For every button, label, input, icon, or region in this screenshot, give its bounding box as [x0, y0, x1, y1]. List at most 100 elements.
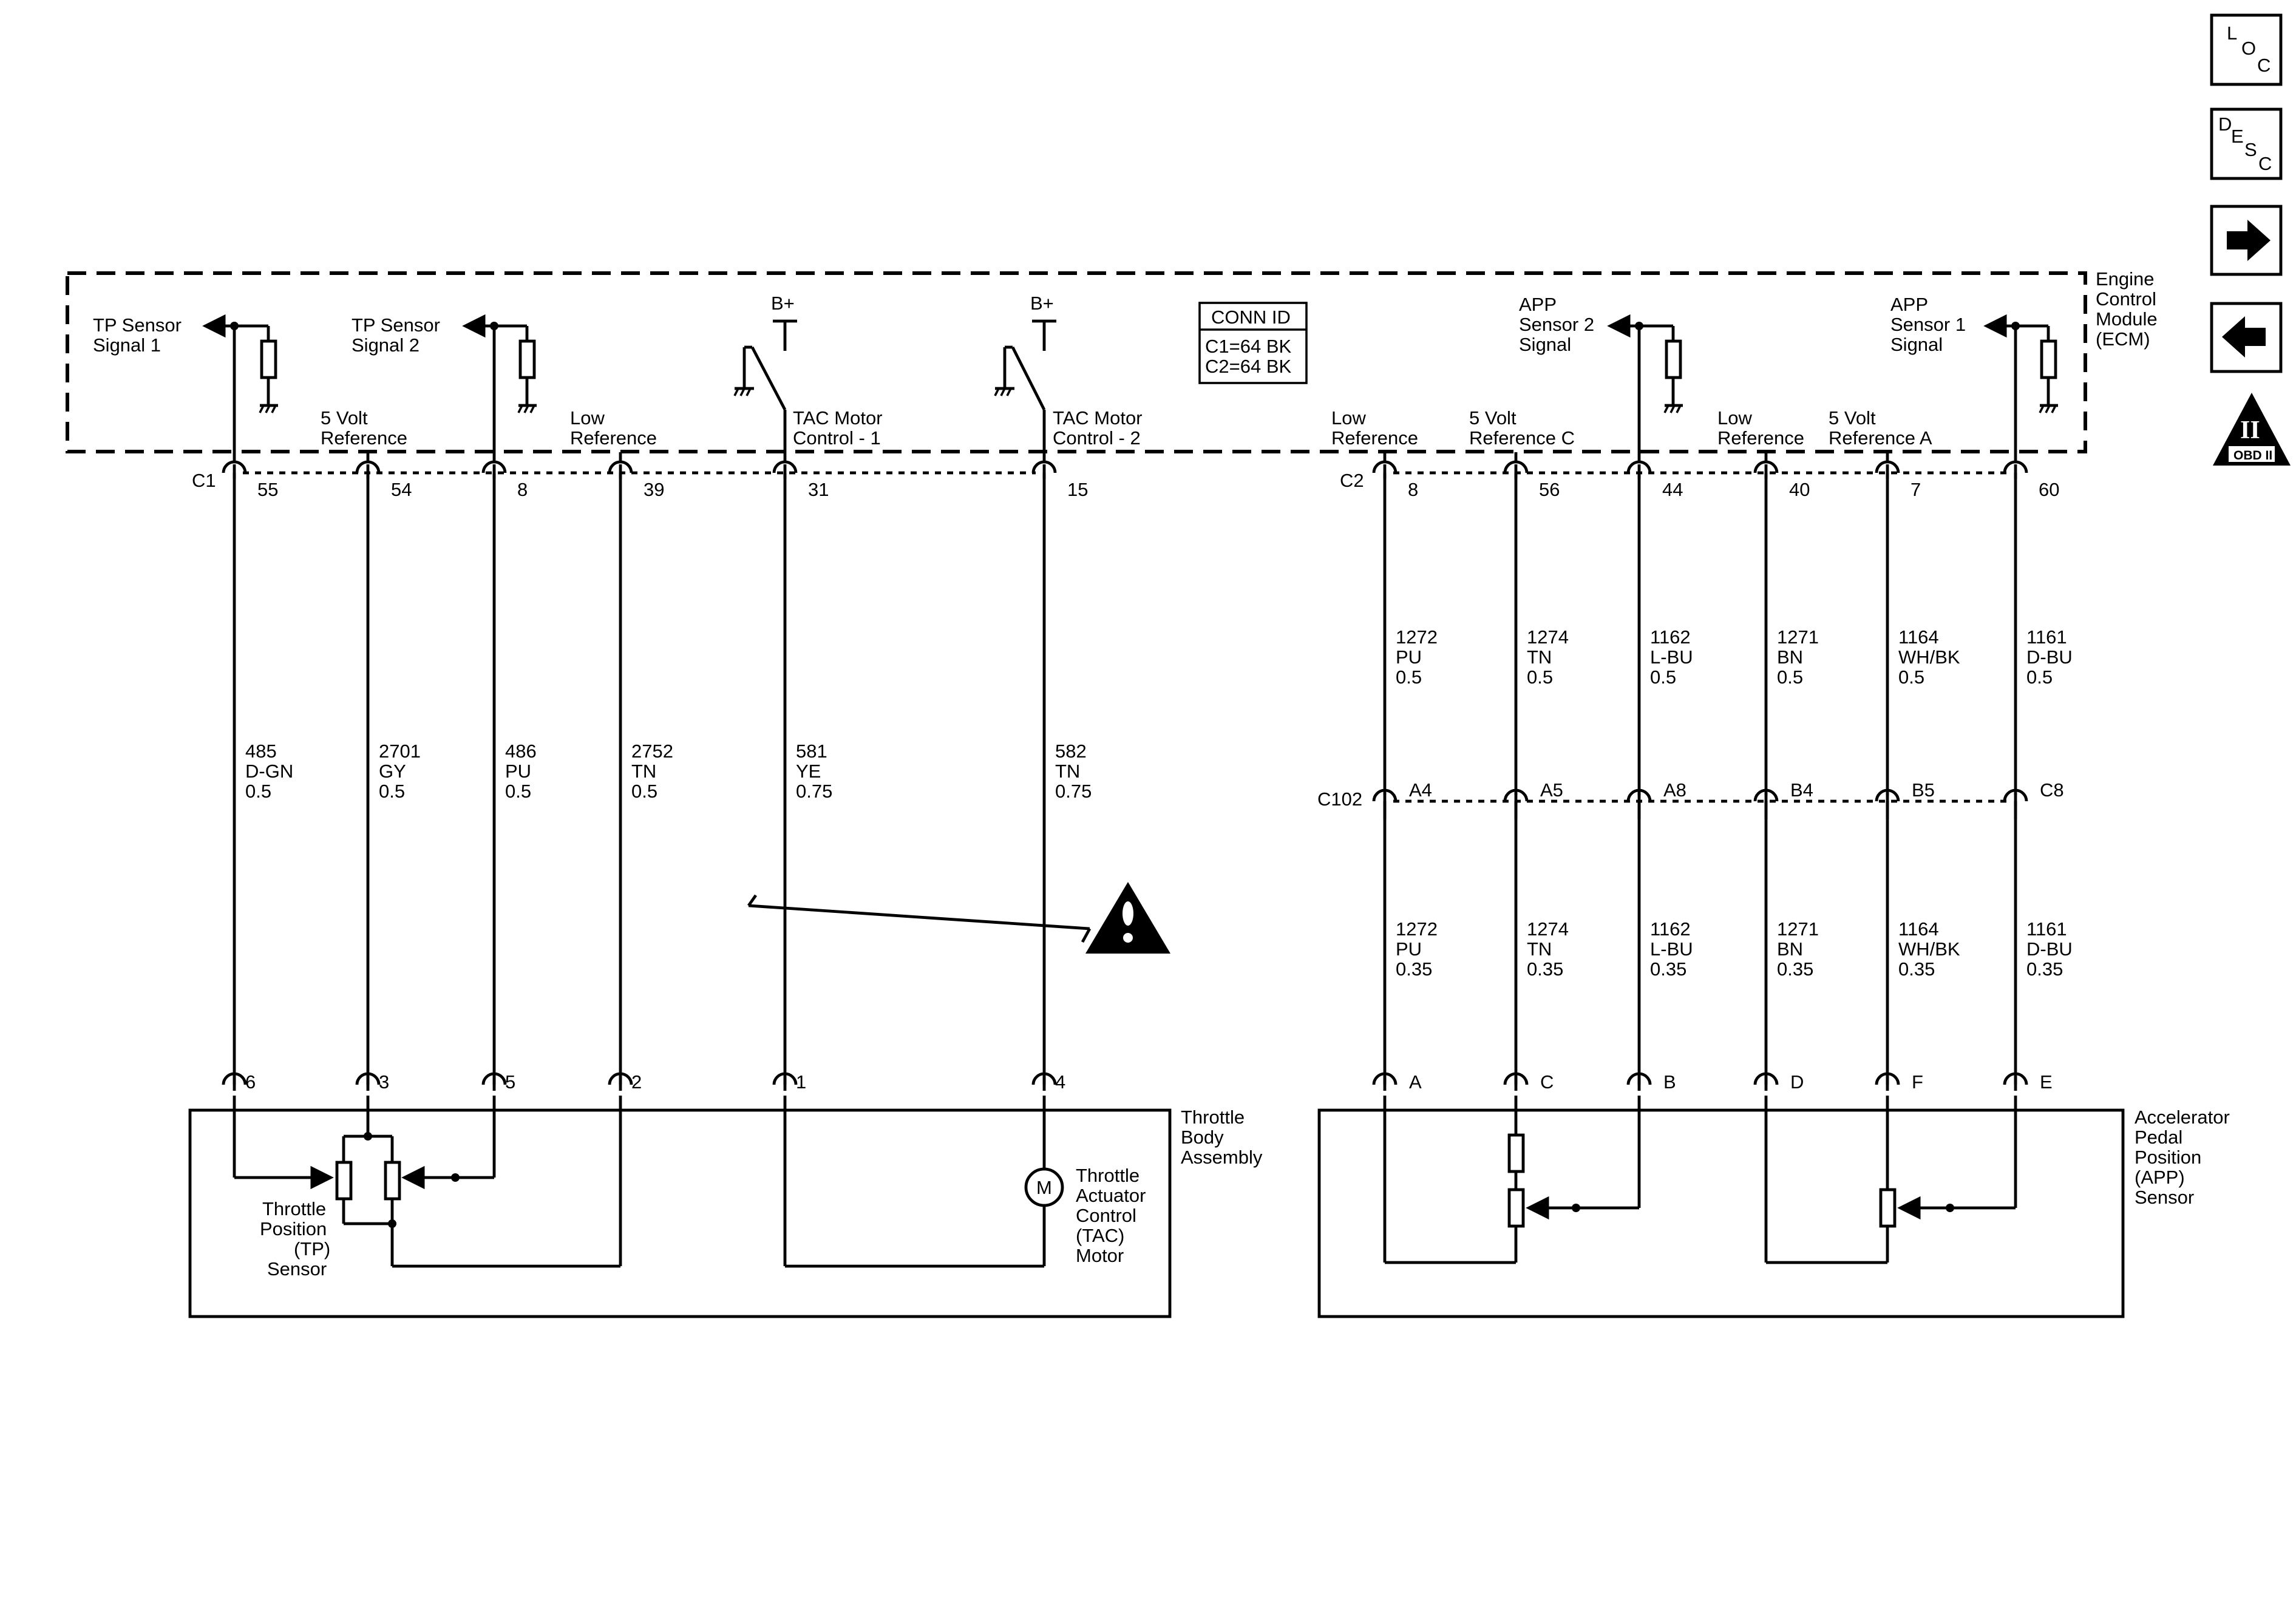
tb-cavity-3 — [355, 1072, 381, 1091]
circuit-number-top-1164: 1164 — [1898, 626, 1939, 648]
left-arrow-icon — [2222, 316, 2266, 358]
c1-pin-31: 31 — [808, 479, 829, 500]
app2-signal-circuit — [1607, 314, 1683, 461]
wire-color-top-1161: D-BU — [2026, 646, 2073, 668]
app1-signal-label: APP Sensor 1 Signal — [1890, 294, 1971, 355]
c2-pin-56: 56 — [1539, 479, 1560, 500]
wire-gauge-bottom-1162: 0.35 — [1650, 958, 1686, 980]
wire-gauge-2701: 0.5 — [379, 781, 405, 802]
wire-color-top-1164: WH/BK — [1898, 646, 1960, 668]
tp-sensor-potentiometers — [233, 1096, 622, 1268]
next-arrow-button[interactable] — [2210, 205, 2283, 276]
motor-symbol — [1024, 1167, 1064, 1207]
app-pin-B: B — [1663, 1071, 1676, 1093]
tac2-driver-switch — [994, 319, 1056, 461]
c1-pin-55: 55 — [257, 479, 278, 500]
tb-cavity-4 — [1031, 1072, 1057, 1091]
circuit-number-485: 485 — [245, 741, 277, 762]
circuit-number-bottom-1274: 1274 — [1527, 918, 1569, 940]
wire-gauge-2752: 0.5 — [631, 781, 657, 802]
desc-letter-s: S — [2244, 139, 2257, 160]
c1-pin-39: 39 — [644, 479, 664, 500]
c1-pin-15: 15 — [1067, 479, 1088, 500]
app-sensor-label: Accelerator Pedal Position (APP) Sensor — [2135, 1107, 2235, 1208]
circuit-number-top-1272: 1272 — [1396, 626, 1438, 648]
wire-gauge-581: 0.75 — [796, 781, 832, 802]
c2-pin-44: 44 — [1662, 479, 1683, 500]
wire-gauge-top-1271: 0.5 — [1777, 666, 1803, 688]
app1-signal-circuit — [1983, 314, 2058, 461]
tb-pin-3: 3 — [379, 1071, 389, 1093]
c2-pin-60: 60 — [2039, 479, 2059, 500]
desc-letter-e: E — [2231, 126, 2244, 147]
wire-gauge-top-1164: 0.5 — [1898, 666, 1924, 688]
ecm-label: Engine Control Module (ECM) — [2096, 268, 2162, 350]
tb-pin-5: 5 — [505, 1071, 515, 1093]
tac-motor-circuit: M — [783, 1096, 1064, 1268]
conn-id-title: CONN ID — [1211, 307, 1291, 328]
wire-color-486: PU — [505, 761, 531, 782]
tb-pin-1: 1 — [796, 1071, 806, 1093]
tb-cavity-2 — [608, 1072, 633, 1091]
tb-cavity-1 — [772, 1072, 798, 1091]
circuit-number-582: 582 — [1055, 741, 1087, 762]
loc-letter-c: C — [2257, 55, 2271, 76]
tb-pin-6: 6 — [245, 1071, 256, 1093]
prev-arrow-button[interactable] — [2210, 302, 2283, 373]
tb-pin-2: 2 — [631, 1071, 642, 1093]
app-pin-C: C — [1540, 1071, 1554, 1093]
left-wire-group: 556485D-GN0.55432701GY0.585486PU0.539227… — [222, 460, 1092, 1093]
c102-pin-A5: A5 — [1540, 779, 1563, 801]
wire-gauge-582: 0.75 — [1055, 781, 1092, 802]
ref5c-label: 5 Volt Reference C — [1469, 407, 1575, 449]
tb-cavity-5 — [481, 1072, 507, 1091]
app-pin-D: D — [1790, 1071, 1804, 1093]
app-cavity-E — [2003, 1072, 2028, 1091]
circuit-number-bottom-1164: 1164 — [1898, 918, 1939, 940]
warning-pointer — [748, 904, 1090, 931]
desc-button[interactable]: D E S C — [2210, 107, 2283, 180]
c102-pin-A8: A8 — [1663, 779, 1686, 801]
wire-gauge-bottom-1164: 0.35 — [1898, 958, 1935, 980]
c102-pin-A4: A4 — [1409, 779, 1432, 801]
c1-cavity-55 — [222, 460, 247, 479]
tac1-driver-switch — [733, 319, 797, 461]
tac1-label: TAC Motor Control - 1 — [793, 407, 888, 449]
wire-gauge-bottom-1272: 0.35 — [1396, 958, 1432, 980]
c102-pin-C8: C8 — [2040, 779, 2064, 801]
ref5a-label: 5 Volt Reference A — [1829, 407, 1932, 449]
app-cavity-D — [1753, 1072, 1779, 1091]
c2-pin-40: 40 — [1789, 479, 1810, 500]
lowref-left-label: Low Reference — [570, 407, 657, 449]
obd-label: OBD II — [2233, 449, 2272, 463]
connector-c1-label: C1 — [192, 470, 216, 491]
c1-cavity-54 — [355, 460, 381, 479]
connector-c2-label: C2 — [1340, 470, 1364, 491]
tp1-signal-label: TP Sensor Signal 1 — [93, 314, 187, 356]
wire-color-bottom-1274: TN — [1527, 938, 1552, 960]
motor-letter: M — [1036, 1177, 1052, 1198]
ref5-left-label: 5 Volt Reference — [321, 407, 407, 449]
app-sensor-box — [1317, 1108, 2125, 1318]
c102-pin-B4: B4 — [1790, 779, 1813, 801]
app-cavity-A — [1372, 1072, 1398, 1091]
desc-letter-d: D — [2218, 114, 2232, 135]
right-wire-group: 8A4A1272PU0.51272PU0.3556A5C1274TN0.5127… — [1372, 460, 2073, 1093]
obd-ii-button[interactable]: II OBD II — [2213, 393, 2291, 466]
wire-color-2752: TN — [631, 761, 656, 782]
wire-color-bottom-1271: BN — [1777, 938, 1803, 960]
desc-letter-c: C — [2258, 153, 2272, 174]
circuit-number-2701: 2701 — [379, 741, 421, 762]
wire-gauge-top-1272: 0.5 — [1396, 666, 1422, 688]
warning-icon[interactable] — [1085, 882, 1170, 954]
throttle-body-label: Throttle Body Assembly — [1181, 1107, 1263, 1168]
tp-sensor-label: Throttle Position (TP) Sensor — [260, 1198, 336, 1280]
circuit-number-top-1162: 1162 — [1650, 626, 1691, 648]
loc-letter-l: L — [2227, 22, 2237, 44]
circuit-number-581: 581 — [796, 741, 827, 762]
app-cavity-C — [1503, 1072, 1529, 1091]
wire-color-485: D-GN — [245, 761, 293, 782]
loc-button[interactable]: L O C — [2210, 13, 2283, 86]
wire-color-bottom-1161: D-BU — [2026, 938, 2073, 960]
